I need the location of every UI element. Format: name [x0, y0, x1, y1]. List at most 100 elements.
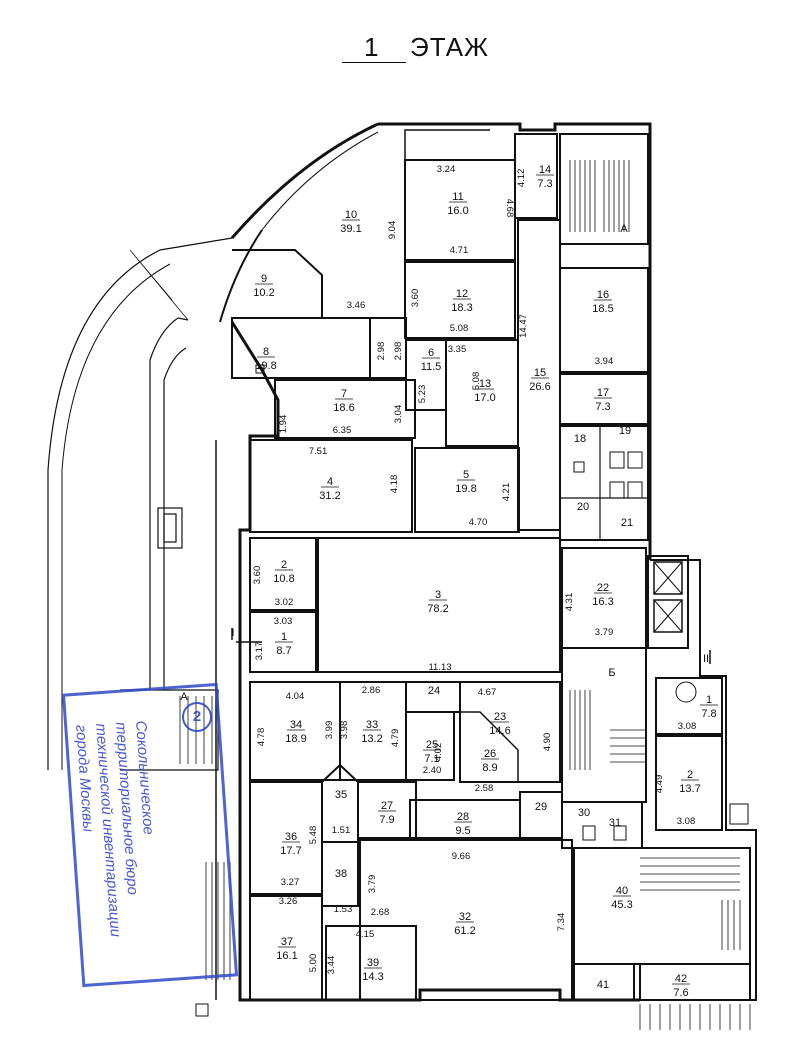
room-r18: 18 — [574, 433, 586, 445]
room-r38: 38 — [335, 868, 347, 880]
dimension-label: 3.03 — [274, 616, 293, 627]
dimension-label: 3.99 — [324, 721, 335, 740]
stair-label: II — [703, 653, 709, 665]
room-r30: 30 — [578, 807, 590, 819]
room-number: 2 — [687, 769, 693, 781]
dimension-label: 3.98 — [339, 721, 350, 740]
room-number: 14 — [539, 164, 551, 176]
room-area: 61.2 — [454, 925, 475, 937]
room-number: 9 — [261, 273, 267, 285]
room-s2: 213.7 — [679, 769, 700, 795]
floor-number-underline — [342, 62, 406, 63]
room-area: 8.9 — [482, 762, 497, 774]
dimension-label: 5.08 — [471, 372, 482, 391]
room-number: 30 — [578, 807, 590, 819]
room-area: 9.5 — [455, 825, 470, 837]
room-r14: 147.3 — [536, 164, 554, 190]
dimension-label: 5.23 — [417, 385, 428, 404]
room-number: 42 — [675, 973, 687, 985]
dimension-label: 6.35 — [333, 425, 352, 436]
dimension-label: 4.12 — [516, 169, 527, 188]
room-number: 20 — [577, 501, 589, 513]
room-r1: 18.7 — [275, 631, 293, 657]
stair-label: I — [231, 627, 234, 639]
room-area: 18.5 — [592, 303, 613, 315]
room-area: 13.7 — [679, 783, 700, 795]
room-area: 7.8 — [701, 708, 716, 720]
dimension-label: 3.04 — [393, 405, 404, 424]
room-r2: 210.8 — [273, 559, 294, 585]
dimension-label: 4.21 — [501, 483, 512, 502]
room-number: 23 — [494, 711, 506, 723]
room-area: 18.3 — [451, 302, 472, 314]
room-number: 8 — [263, 346, 269, 358]
room-r12: 12 18.3 — [451, 288, 472, 314]
room-number: 31 — [609, 817, 621, 829]
room-area: 16.3 — [592, 596, 613, 608]
room-s1: 17.8 — [700, 694, 718, 720]
room-area: 7.3 — [595, 401, 610, 413]
room-r24: 24 — [428, 685, 440, 697]
stair-label: Б — [608, 667, 615, 679]
dimension-label: 7.51 — [309, 446, 328, 457]
dimension-label: 4.49 — [654, 775, 665, 794]
room-area: 16.0 — [447, 205, 468, 217]
dimension-label: 3.24 — [437, 164, 456, 175]
stair-label: А — [180, 691, 188, 703]
room-number: 36 — [285, 831, 297, 843]
room-number: 1 — [281, 631, 287, 643]
room-number: 37 — [281, 936, 293, 948]
room-area: 7.1 — [424, 753, 439, 765]
dimension-label: 1.51 — [332, 825, 351, 836]
dimension-label: 3.44 — [326, 956, 337, 975]
dimension-label: 2.98 — [393, 342, 404, 361]
room-r7: 718.6 — [333, 388, 354, 414]
room-number: 19 — [619, 425, 631, 437]
dimension-label: 4.31 — [564, 593, 575, 612]
room-area: 10.2 — [253, 287, 274, 299]
room-area: 17.0 — [474, 392, 495, 404]
room-r20: 20 — [577, 501, 589, 513]
room-number: 35 — [335, 789, 347, 801]
dimension-label: 7.34 — [556, 913, 567, 932]
room-r6: 611.5 — [421, 347, 442, 373]
floor-title: 1 ЭТАЖ — [340, 30, 540, 66]
room-area: 16.1 — [276, 950, 297, 962]
room-number: 22 — [597, 582, 609, 594]
room-number: 38 — [335, 868, 347, 880]
room-number: 33 — [366, 719, 378, 731]
room-r26: 268.9 — [481, 748, 499, 774]
room-number: 12 — [456, 288, 468, 300]
room-area: 19.8 — [255, 360, 276, 372]
room-area: 7.9 — [379, 814, 394, 826]
room-r23: 23 14.6 — [489, 711, 510, 737]
room-r5: 519.8 — [455, 469, 476, 495]
room-number: 3 — [435, 589, 441, 601]
room-r9: 910.2 — [253, 273, 274, 299]
room-area: 10.8 — [273, 573, 294, 585]
room-area: 78.2 — [427, 603, 448, 615]
room-number: 10 — [345, 209, 357, 221]
dimension-label: 4.15 — [356, 929, 375, 940]
room-area: 14.6 — [489, 725, 510, 737]
room-number: 5 — [463, 469, 469, 481]
room-r3: 378.2 — [427, 589, 448, 615]
dimension-label: 3.08 — [678, 721, 697, 732]
dimension-label: 4.78 — [256, 728, 267, 747]
room-number: 39 — [367, 957, 379, 969]
dimension-label: 3.79 — [595, 627, 614, 638]
room-number: 18 — [574, 433, 586, 445]
dimension-label: 14.47 — [518, 314, 529, 338]
dimension-label: 3.08 — [677, 816, 696, 827]
dimension-label: 4.71 — [450, 245, 469, 256]
dimension-label: 3.35 — [448, 344, 467, 355]
room-number: 13 — [479, 378, 491, 390]
room-number: 28 — [457, 811, 469, 823]
room-number: 40 — [616, 885, 628, 897]
dimension-label: 4.70 — [469, 517, 488, 528]
dimension-label: 1.94 — [278, 415, 289, 434]
dimension-label: 2.86 — [362, 685, 381, 696]
